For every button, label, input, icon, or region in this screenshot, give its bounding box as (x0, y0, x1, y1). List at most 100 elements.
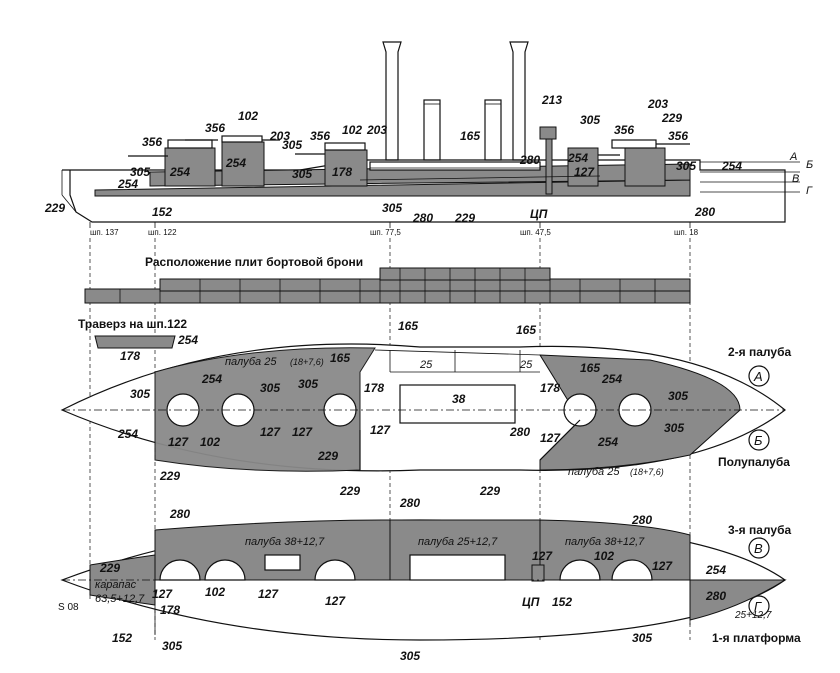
label-305: 305 (676, 159, 696, 173)
label-165: 165 (398, 319, 418, 333)
label-356: 356 (310, 129, 330, 143)
label-305: 305 (162, 639, 182, 653)
side-view-labels: 356 102 203 305 356 356 102 203 254 305 … (44, 93, 813, 237)
label-102: 102 (200, 435, 220, 449)
label-356: 356 (205, 121, 225, 135)
label-229: 229 (661, 111, 682, 125)
label-305: 305 (382, 201, 402, 215)
ventilator-1 (423, 99, 441, 161)
label-cp: ЦП (522, 595, 540, 609)
upper-plan (60, 343, 786, 472)
deck-name-2: 2-я палуба (728, 345, 791, 359)
deck-name-half: Полупалуба (718, 455, 790, 469)
label-254: 254 (721, 159, 742, 173)
label-127: 127 (574, 165, 595, 179)
label-165: 165 (330, 351, 350, 365)
label-356: 356 (614, 123, 634, 137)
label-254: 254 (117, 177, 138, 191)
label-127: 127 (325, 594, 346, 608)
label-280: 280 (631, 513, 652, 527)
turret-aft-casemate (567, 147, 599, 187)
label-127: 127 (540, 431, 561, 445)
traverse-detail: Траверз на шп.122 254 178 (78, 317, 198, 363)
label-152: 152 (152, 205, 172, 219)
label-254: 254 (177, 333, 198, 347)
label-280: 280 (519, 153, 540, 167)
label-213: 213 (541, 93, 562, 107)
turret-fore-12in (164, 147, 216, 187)
label-254: 254 (705, 563, 726, 577)
conning-tower (539, 126, 557, 140)
deck-label: палуба 25 (225, 356, 277, 368)
label-254: 254 (601, 372, 622, 386)
label-102: 102 (342, 123, 362, 137)
frame-18: шп. 18 (674, 228, 699, 237)
deck-label-lower: палуба 25 (568, 466, 620, 478)
label-152: 152 (112, 631, 132, 645)
label-305: 305 (632, 631, 652, 645)
label-280: 280 (705, 589, 726, 603)
label-280: 280 (412, 211, 433, 225)
belt-title: Расположение плит бортовой брони (145, 255, 363, 269)
label-305: 305 (260, 381, 280, 395)
label-127: 127 (258, 587, 279, 601)
label-229: 229 (44, 201, 65, 215)
label-section-b: Б (806, 159, 813, 171)
label-178: 178 (364, 381, 384, 395)
deck-name-platform: 1-я платформа (712, 631, 801, 645)
deck-label-lower-small: (18+7,6) (630, 467, 664, 477)
carapace-label: карапас (95, 579, 137, 591)
label-229: 229 (159, 469, 180, 483)
section-b: Б (754, 433, 763, 448)
label-254: 254 (201, 372, 222, 386)
label-127: 127 (168, 435, 189, 449)
label-305: 305 (130, 387, 150, 401)
carapace-value: 63,5+12,7 (95, 593, 145, 605)
lower-plan (60, 519, 787, 641)
label-280: 280 (169, 507, 190, 521)
label-203: 203 (366, 123, 387, 137)
frame-77-5: шп. 77,5 (370, 228, 401, 237)
label-25: 25 (519, 359, 533, 371)
barbette-fore (221, 141, 265, 187)
traverse-title: Траверз на шп.122 (78, 317, 187, 331)
label-229: 229 (339, 484, 360, 498)
label-305: 305 (298, 377, 318, 391)
section-letters: А Б В Г (748, 365, 770, 617)
deck-label-2: палуба 25+12,7 (418, 536, 498, 548)
label-203: 203 (647, 97, 668, 111)
deck-label-small: (18+7,6) (290, 357, 324, 367)
label-305: 305 (292, 167, 312, 181)
label-cp: ЦП (530, 207, 548, 221)
section-a: А (753, 369, 763, 384)
label-127: 127 (292, 425, 313, 439)
label-178: 178 (540, 381, 560, 395)
label-38: 38 (452, 392, 466, 406)
label-229: 229 (454, 211, 475, 225)
section-v: В (754, 541, 763, 556)
lower-plan-labels: 280 280 280 229 палуба 38+12,7 палуба 25… (95, 496, 772, 663)
label-305: 305 (400, 649, 420, 663)
frame-137: шп. 137 (90, 228, 119, 237)
label-254: 254 (597, 435, 618, 449)
label-165: 165 (580, 361, 600, 375)
funnel-fore (382, 41, 402, 161)
label-254: 254 (567, 151, 588, 165)
label-127: 127 (152, 587, 173, 601)
label-356: 356 (142, 135, 162, 149)
side-view (61, 41, 800, 228)
belt-armor-layout: Расположение плит бортовой брони (84, 255, 691, 304)
label-254: 254 (169, 165, 190, 179)
label-165: 165 (460, 129, 480, 143)
label-280: 280 (509, 425, 530, 439)
label-165: 165 (516, 323, 536, 337)
label-254: 254 (117, 427, 138, 441)
label-127: 127 (370, 423, 391, 437)
label-127: 127 (652, 559, 673, 573)
ventilator-2 (484, 99, 502, 161)
upper-plan-labels: палуба 25 (18+7,6) 165 165 165 165 25 25… (117, 319, 688, 498)
label-280: 280 (399, 496, 420, 510)
label-section-g: Г (806, 185, 813, 197)
label-254: 254 (225, 156, 246, 170)
